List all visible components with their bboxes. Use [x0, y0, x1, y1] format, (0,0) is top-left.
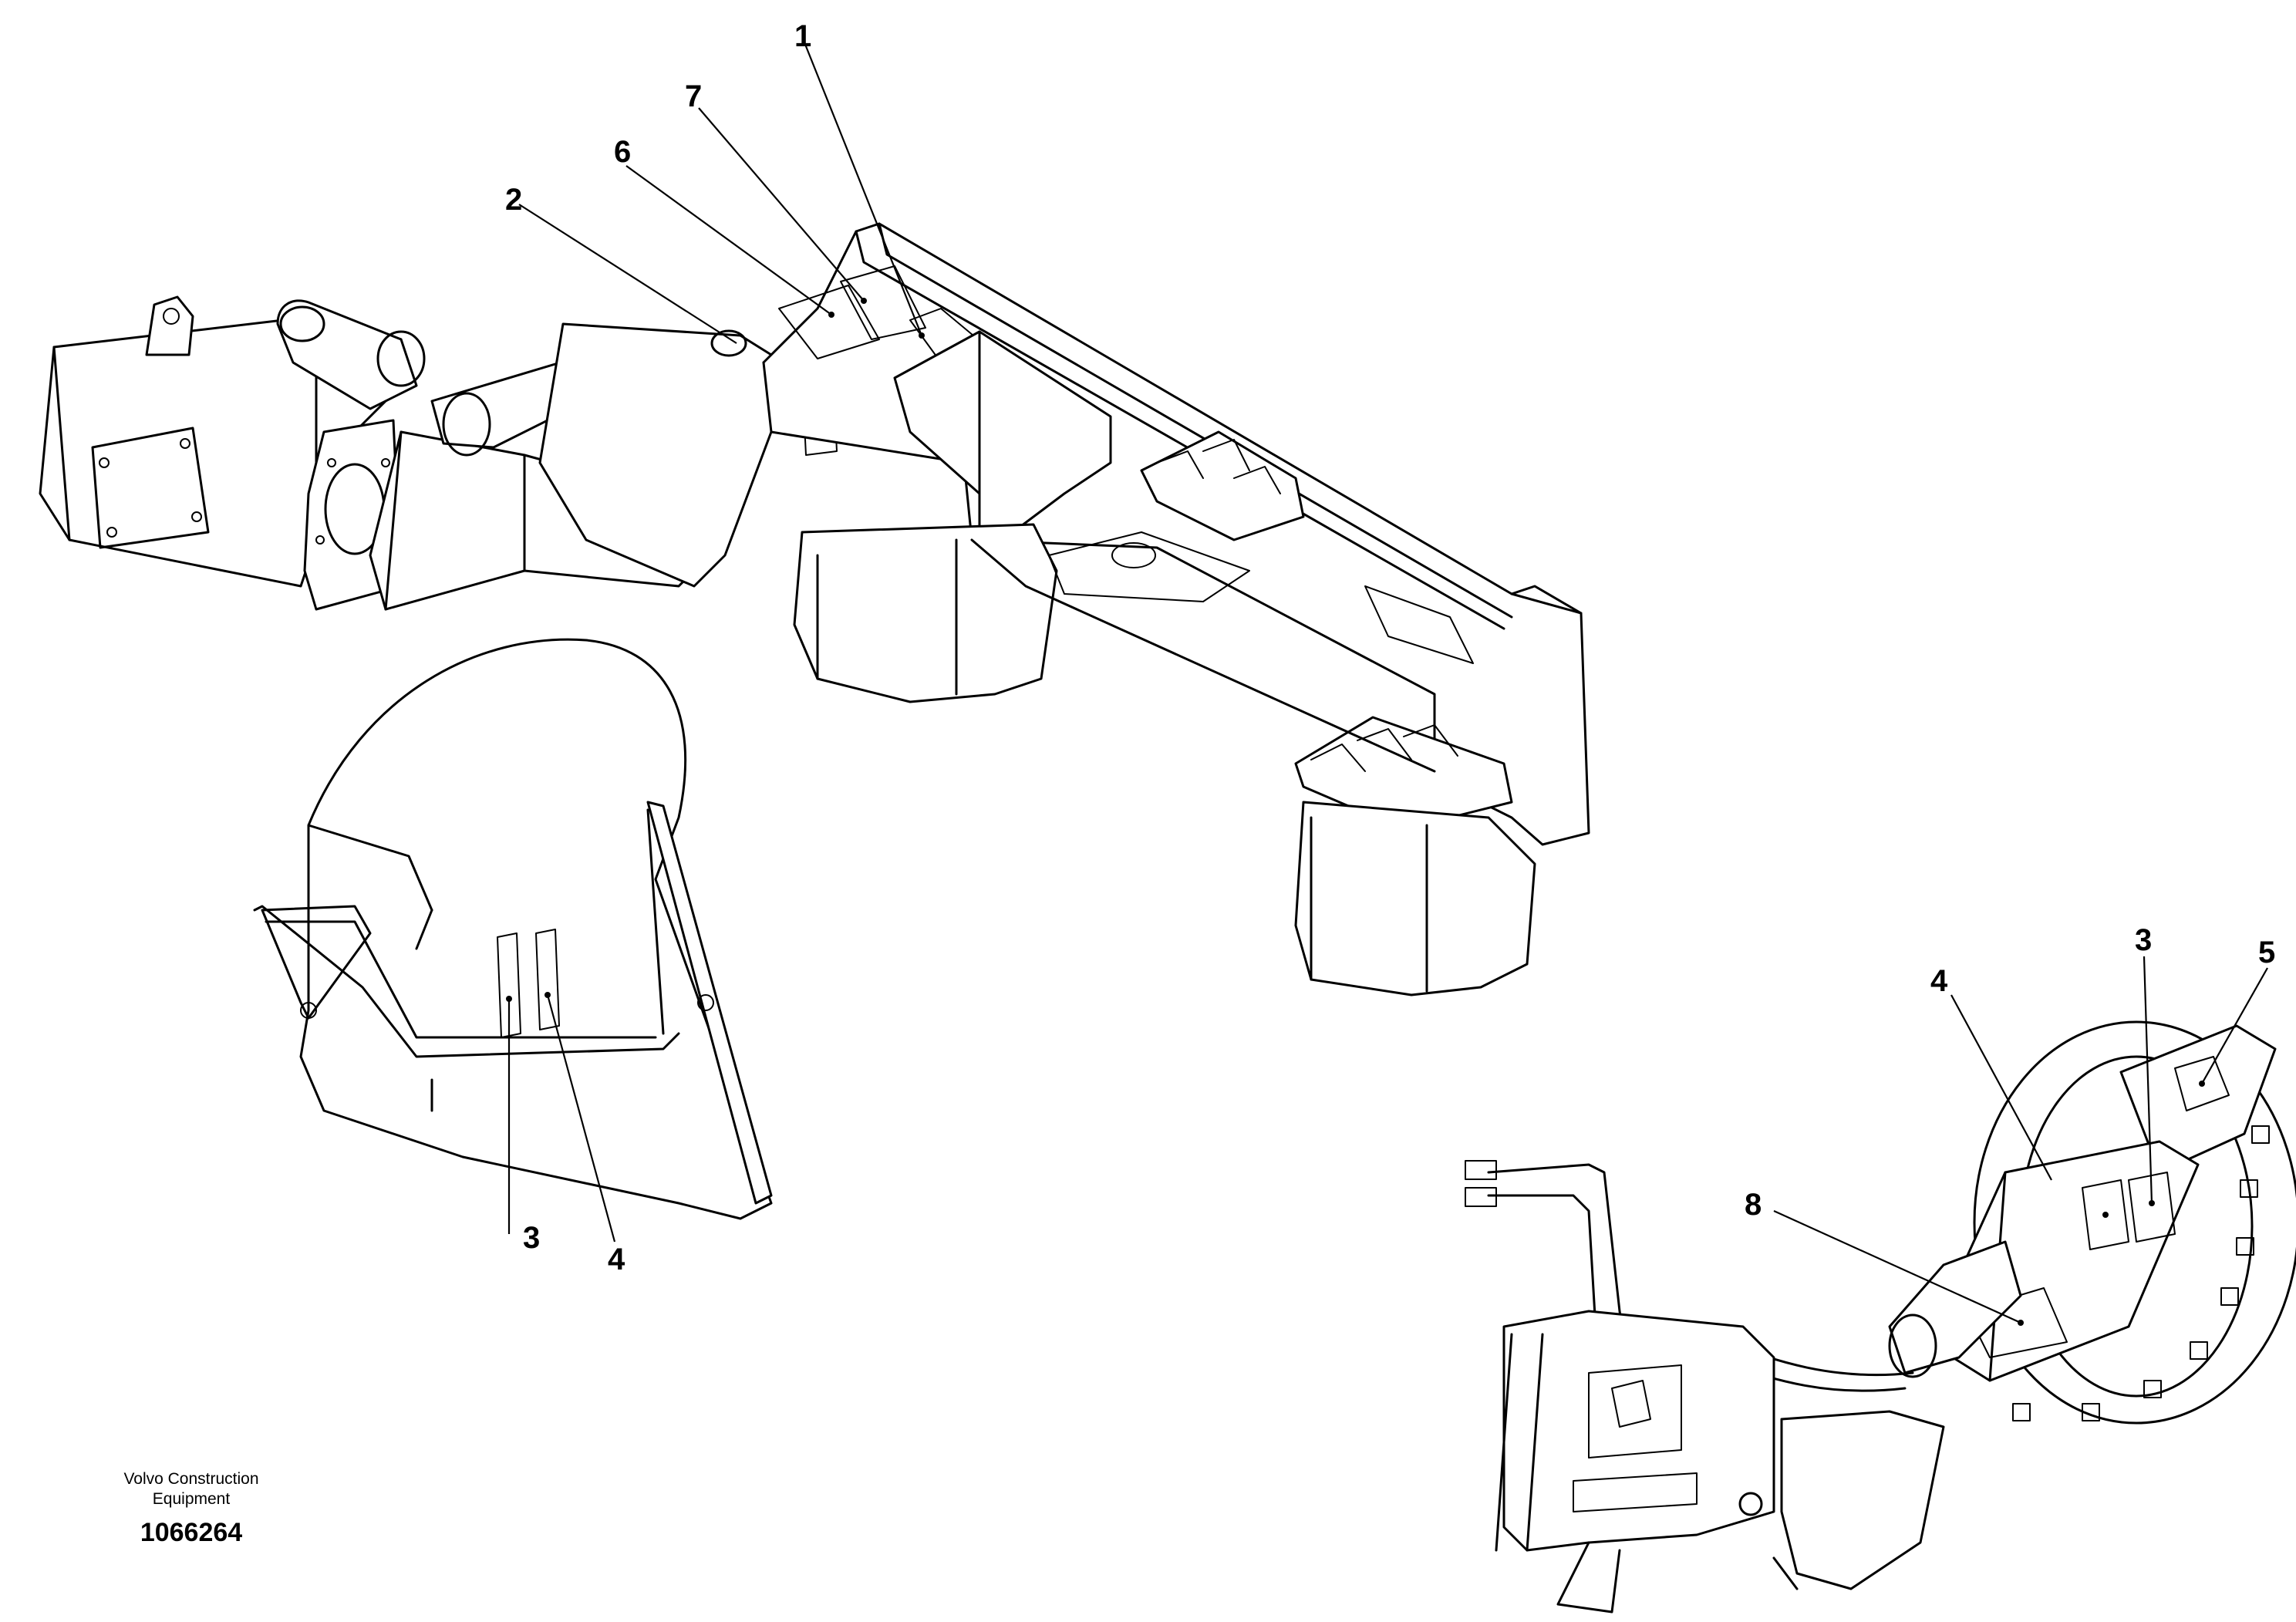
callout-5: 5: [2258, 936, 2275, 969]
boom-frame-assembly: [39, 222, 1590, 996]
caption-line-2: Equipment: [153, 1490, 231, 1508]
callout-8: 8: [1745, 1188, 1762, 1222]
callout-3-trencher: 3: [2135, 923, 2152, 957]
callout-6: 6: [614, 135, 631, 169]
caption-line-1: Volvo Construction: [123, 1470, 258, 1488]
trencher-attachment: [1465, 1020, 2296, 1614]
blade-guard: [253, 638, 773, 1220]
callout-4-guard: 4: [608, 1243, 625, 1276]
document-number: 1066264: [140, 1518, 242, 1547]
callout-7: 7: [685, 79, 702, 113]
manufacturer-caption: Volvo Construction Equipment 1066264: [123, 1470, 258, 1547]
callout-labels: 1 7 6 2 3 4 4 3 5 8: [505, 19, 2275, 1276]
callout-3-guard: 3: [523, 1221, 540, 1255]
callout-2: 2: [505, 183, 522, 217]
leader-lines: [507, 42, 2268, 1324]
callout-1: 1: [794, 19, 811, 53]
callout-4-trencher: 4: [1930, 964, 1948, 998]
